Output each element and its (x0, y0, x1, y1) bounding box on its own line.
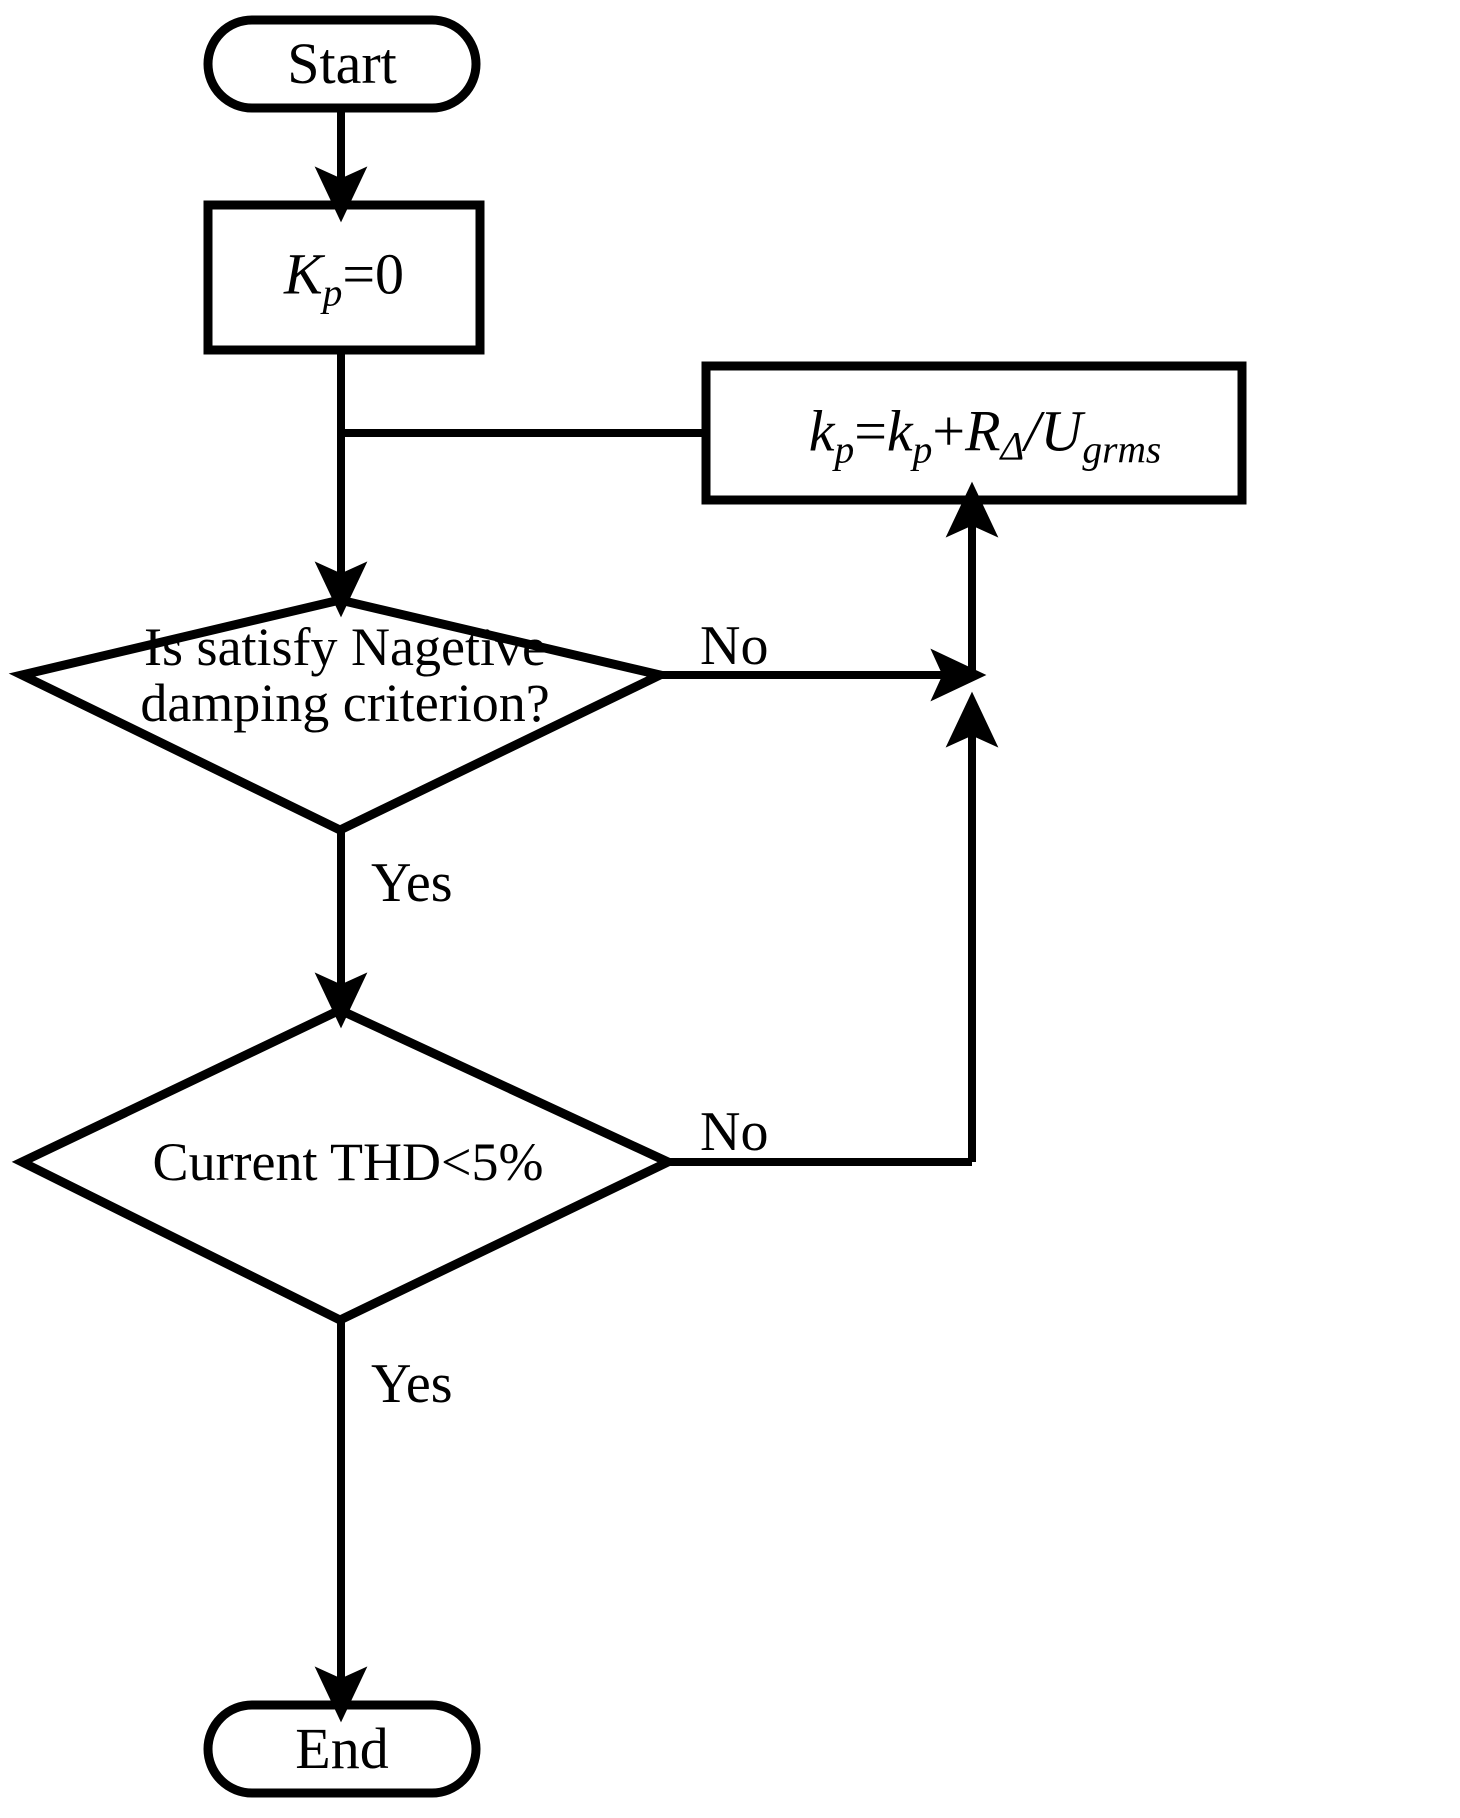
update-eq: = (854, 398, 887, 464)
edge-label-dec1-yes: Yes (371, 852, 453, 914)
edge-label-dec2-no: No (700, 1101, 769, 1163)
node-init-label-base: K (283, 241, 323, 307)
node-dec2-label: Current THD<5% (152, 1131, 544, 1192)
update-b-sub: p (912, 427, 933, 472)
node-init-label: Kp=0 (283, 241, 405, 315)
edge-label-dec1-no: No (700, 615, 769, 677)
node-end-label: End (295, 1715, 389, 1781)
update-c-sub: Δ (1000, 423, 1025, 469)
edge-label-dec2-yes: Yes (371, 1353, 453, 1415)
node-dec1-label-line1: Is satisfy Nagetive (144, 616, 546, 677)
node-init-label-sub: p (322, 270, 343, 315)
node-update-shape (701, 361, 1247, 505)
node-start-label: Start (287, 30, 397, 96)
update-d-sub: grms (1082, 427, 1162, 472)
node-update-label: kp=kp+RΔ/Ugrms (808, 398, 1162, 472)
update-slash: / (1024, 398, 1041, 464)
update-plus: + (932, 398, 966, 464)
update-c-base: R (965, 398, 1001, 464)
update-d-base: U (1040, 398, 1083, 464)
update-a-base: k (808, 398, 835, 464)
node-init-label-rest: =0 (342, 241, 405, 307)
node-init-shape (203, 200, 485, 355)
node-dec1-label: Is satisfy Nagetive damping criterion? (140, 619, 549, 731)
node-dec1-label-line2: damping criterion? (140, 673, 550, 733)
update-a-sub: p (834, 427, 855, 472)
update-b-base: k (886, 398, 913, 464)
